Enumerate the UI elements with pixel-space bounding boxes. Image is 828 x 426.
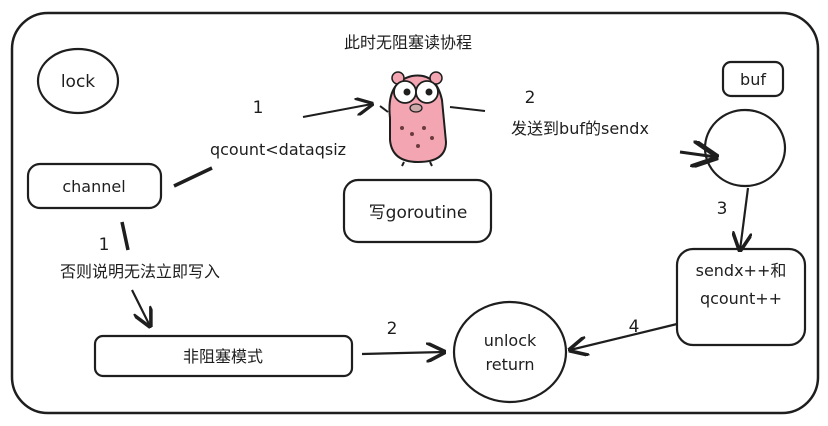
diagram-title: 此时无阻塞读协程 <box>344 33 472 52</box>
lock-node: lock <box>36 47 120 115</box>
edge-step2-number: 2 <box>525 88 536 108</box>
sendx-node: sendx++和 qcount++ <box>675 247 807 347</box>
edge-buf-to-sendx: 3 <box>717 187 748 250</box>
sendx-label-line1: sendx++和 <box>696 261 787 280</box>
edge-else-label: 否则说明无法立即写入 <box>60 262 220 281</box>
edge-sendx-to-unlock: 4 <box>570 317 678 350</box>
gopher-icon <box>379 71 448 167</box>
edge-else-step2-number: 2 <box>387 319 398 339</box>
edge-else-number: 1 <box>99 235 110 255</box>
edge-channel-to-gopher: 1 qcount<dataqsiz <box>173 98 372 188</box>
unlock-node: unlock return <box>452 300 568 404</box>
edge-step1-number: 1 <box>253 98 264 118</box>
goroutine-label: 写goroutine <box>369 203 468 223</box>
edge-channel-to-nonblocking: 1 否则说明无法立即写入 <box>60 221 220 326</box>
channel-node: channel <box>26 162 163 210</box>
outer-frame <box>10 11 820 415</box>
edge-step1-label: qcount<dataqsiz <box>210 140 346 159</box>
edge-step4-number: 4 <box>629 317 640 337</box>
buf-node: buf <box>721 60 785 98</box>
lock-label: lock <box>61 72 95 92</box>
buf-slot-circle <box>703 108 787 188</box>
edge-gopher-to-buf: 2 发送到buf的sendx <box>449 88 716 157</box>
channel-label: channel <box>62 177 125 196</box>
unlock-label-line2: return <box>486 355 535 374</box>
edge-nonblocking-to-unlock: 2 <box>361 319 444 354</box>
edge-step2-label: 发送到buf的sendx <box>511 119 649 138</box>
nonblocking-label: 非阻塞模式 <box>183 347 263 366</box>
sendx-label-line2: qcount++ <box>700 289 782 308</box>
unlock-label-line1: unlock <box>484 331 537 350</box>
goroutine-node: 写goroutine <box>342 178 493 244</box>
buf-label: buf <box>740 70 766 89</box>
nonblocking-node: 非阻塞模式 <box>93 334 354 378</box>
edge-step3-number: 3 <box>717 199 728 219</box>
